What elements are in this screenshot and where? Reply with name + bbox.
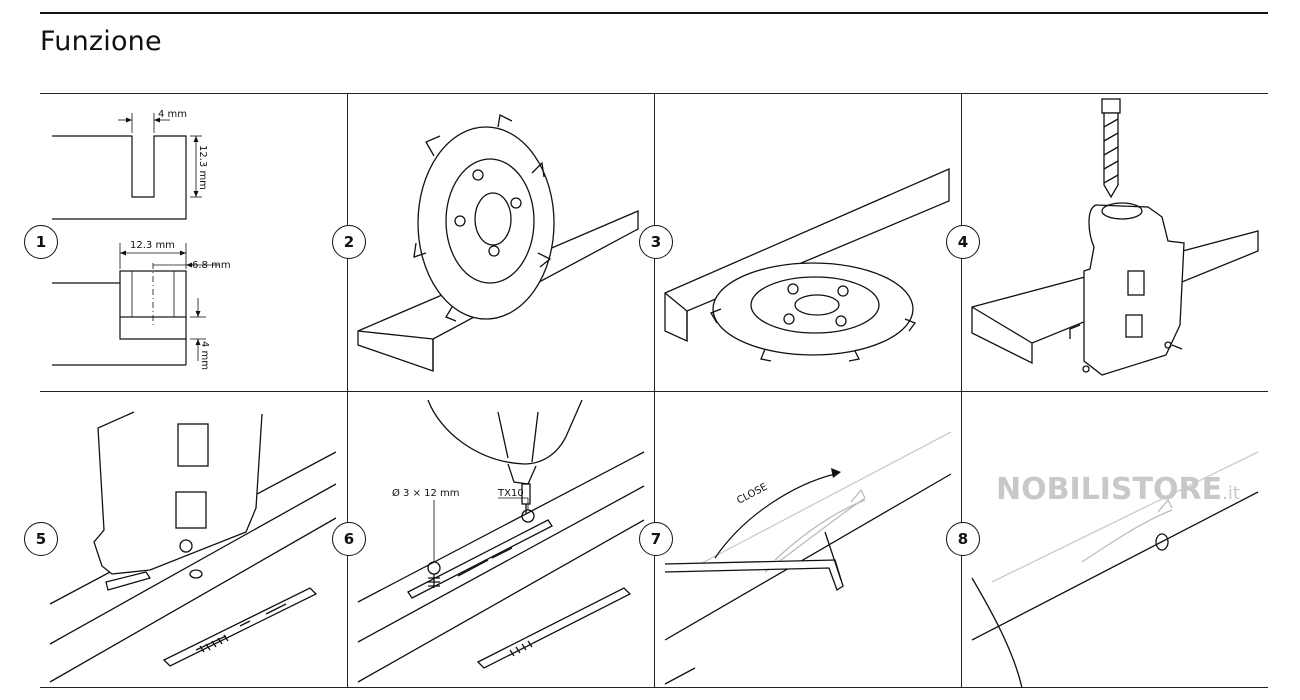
- page-title: Funzione: [40, 26, 162, 57]
- step-number-7: 7: [639, 522, 673, 556]
- top-rule: [40, 12, 1268, 14]
- step-5-panel: 5: [24, 392, 346, 689]
- step-8-panel: NOBILISTORE.it 8: [946, 392, 1268, 689]
- step-number-8: 8: [946, 522, 980, 556]
- step-2-panel: 2: [332, 93, 654, 390]
- close-labels: CLOSE: [735, 482, 769, 507]
- dim-insert-offset: 6.8 mm: [192, 260, 231, 271]
- step-number-1: 1: [24, 225, 58, 259]
- step-4-panel: 4: [946, 93, 1268, 390]
- screw-spec-label: Ø 3 × 12 mm: [392, 487, 460, 499]
- dim-insert-thickness: 4 mm: [199, 341, 210, 370]
- watermark-brand: NOBILISTORE: [996, 472, 1223, 507]
- dim-insert-width: 12.3 mm: [130, 240, 175, 251]
- dim-groove-width: 4 mm: [158, 109, 187, 120]
- grid-line-col-1: [347, 93, 348, 688]
- step-number-5: 5: [24, 522, 58, 556]
- step-6-panel: Ø 3 × 12 mm TX10 6: [332, 392, 654, 689]
- watermark-suffix: .it: [1222, 483, 1240, 504]
- screwdriver-labels: Ø 3 × 12 mm TX10: [392, 487, 524, 499]
- grid-line-col-2: [654, 93, 655, 688]
- dim-groove-depth: 12.3 mm: [197, 145, 208, 190]
- dimension-diagram: [52, 113, 220, 366]
- bit-spec-label: TX10: [497, 488, 524, 499]
- step-number-3: 3: [639, 225, 673, 259]
- step-3-panel: 3: [639, 93, 961, 390]
- drill-jig-illustration: [971, 98, 1259, 376]
- groove-cutting-illustration: [664, 168, 950, 362]
- step-7-panel: CLOSE 7: [639, 392, 961, 689]
- dimension-labels: 4 mm 12.3 mm 12.3 mm 6.8 mm 4 mm: [130, 109, 231, 370]
- step-1-panel: 4 mm 12.3 mm 12.3 mm 6.8 mm 4 mm 1: [24, 93, 346, 390]
- watermark-logo: NOBILISTORE.it: [996, 472, 1240, 507]
- jig-positioning-illustration: [49, 411, 337, 683]
- close-label: CLOSE: [735, 482, 769, 507]
- step-number-4: 4: [946, 225, 980, 259]
- screwdriver-illustration: [357, 399, 645, 683]
- close-lever-illustration: [664, 431, 952, 685]
- step-number-2: 2: [332, 225, 366, 259]
- finished-joint-illustration: [971, 451, 1259, 689]
- grid-line-col-3: [961, 93, 962, 688]
- instruction-grid: 4 mm 12.3 mm 12.3 mm 6.8 mm 4 mm 1 2: [24, 93, 1268, 689]
- step-number-6: 6: [332, 522, 366, 556]
- slot-cutter-illustration: [357, 114, 639, 372]
